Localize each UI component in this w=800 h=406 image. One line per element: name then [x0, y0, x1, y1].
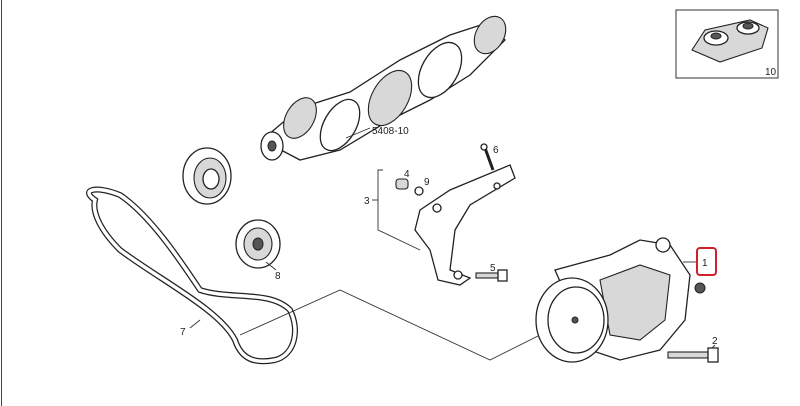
label-10: 10	[765, 67, 777, 78]
bracket-3[interactable]: 3	[364, 164, 516, 286]
crank-pulley[interactable]	[182, 147, 232, 205]
inset-part-10[interactable]: 10	[675, 9, 779, 79]
label-2: 2	[712, 336, 718, 347]
crankshaft[interactable]: 5408-10	[260, 11, 512, 161]
bolt-5[interactable]: 5	[475, 263, 508, 282]
tensioner-pulley-8[interactable]: 8	[235, 219, 281, 282]
bushing-4[interactable]: 4	[395, 169, 410, 190]
drive-belt-7[interactable]: 7	[86, 186, 298, 365]
leader-belt-compressor	[239, 289, 571, 361]
ac-compressor-1[interactable]: 1	[535, 237, 717, 363]
nut-9[interactable]: 9	[414, 177, 430, 196]
bolt-6[interactable]: 6	[480, 143, 499, 171]
label-3: 3	[364, 196, 370, 207]
highlight-box-1	[696, 247, 717, 276]
label-8: 8	[275, 271, 281, 282]
label-crankshaft-ref: 5408-10	[372, 126, 409, 137]
bolt-2[interactable]: 2	[667, 336, 719, 363]
label-9: 9	[424, 177, 430, 188]
label-6: 6	[493, 145, 499, 156]
label-7: 7	[180, 327, 186, 338]
label-1: 1	[702, 258, 708, 269]
label-5: 5	[490, 263, 496, 274]
label-4: 4	[404, 169, 410, 180]
